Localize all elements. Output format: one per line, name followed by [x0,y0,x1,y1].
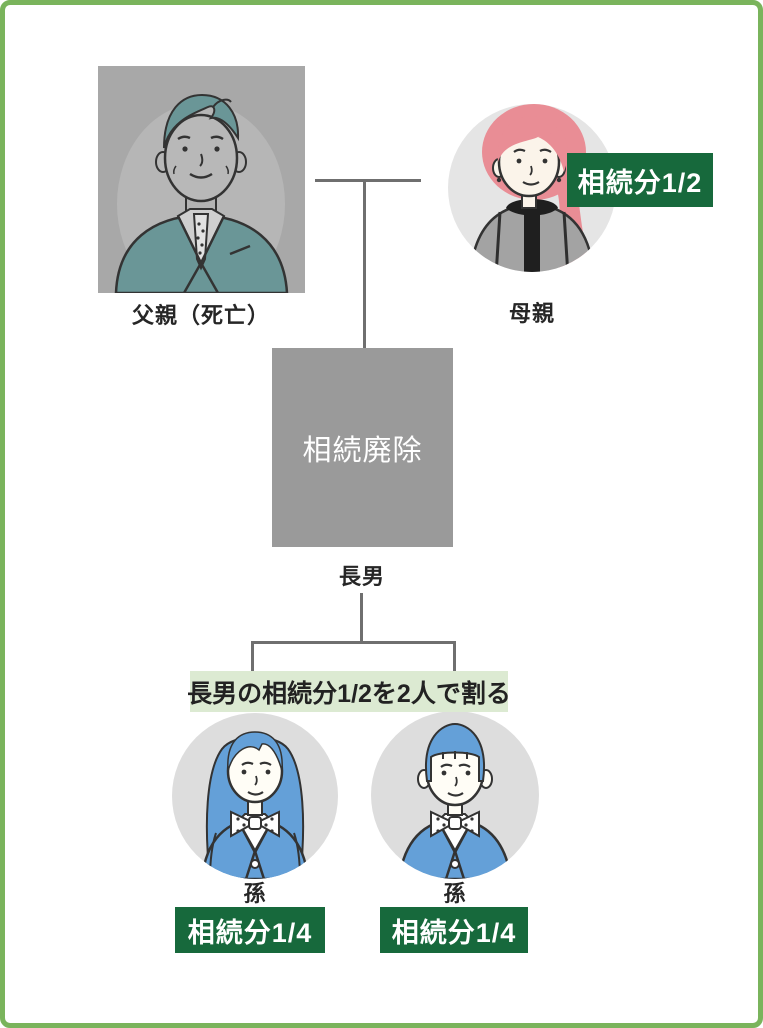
granddaughter-label: 孫 [243,881,267,906]
branch-drop-right [453,641,456,675]
grandson-portrait-icon [371,711,539,879]
disinheritance-box-label: 相続廃除 [302,434,423,467]
son-label: 長男 [338,564,386,589]
mother-label: 母親 [508,301,556,326]
disinheritance-box: 相続廃除 [272,348,453,547]
grandson-label: 孫 [443,881,467,906]
deceased-father-portrait-icon [98,66,305,293]
marriage-connector-horizontal [315,179,421,182]
children-branch-horizontal [251,641,456,644]
split-note-banner: 長男の相続分1/2を2人で割る [187,671,511,712]
son-to-children-stem [360,593,363,644]
mother-portrait-icon [448,104,616,272]
granddaughter-portrait-icon [172,713,338,879]
marriage-to-son-connector [363,179,366,348]
grandson-share-badge: 相続分1/4 [380,907,528,953]
branch-drop-left [251,641,254,675]
granddaughter-share-badge: 相続分1/4 [175,907,325,953]
father-photo-box [98,66,305,293]
mother-share-badge: 相続分1/2 [567,153,713,207]
father-label: 父親（死亡） [131,303,271,328]
split-note-text: 長男の相続分1/2を2人で割る [187,679,511,708]
